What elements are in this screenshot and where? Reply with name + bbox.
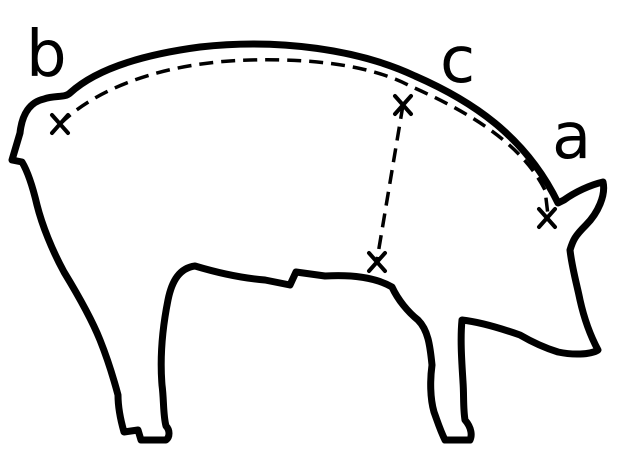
pig-outline — [12, 44, 604, 440]
label-c: c — [440, 24, 475, 98]
marker-b — [52, 115, 68, 133]
dashed-line-c-to-belly — [377, 105, 403, 260]
label-a: a — [552, 100, 591, 174]
label-b: b — [26, 18, 67, 92]
marker-belly — [369, 253, 385, 271]
